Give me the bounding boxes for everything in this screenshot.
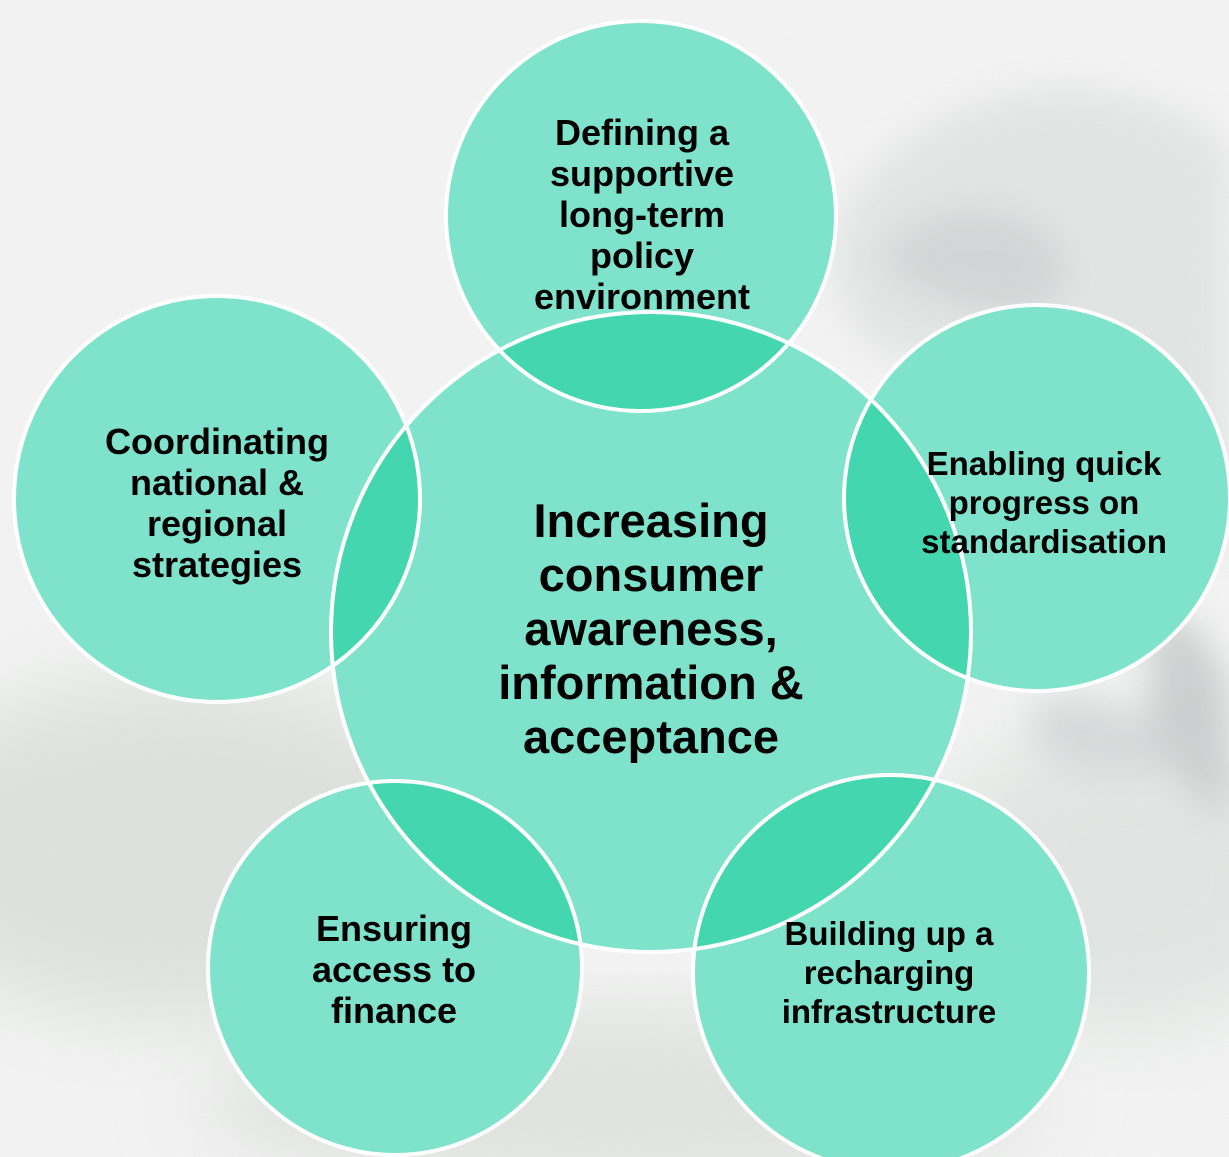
outline-center — [329, 310, 973, 954]
overlap-bottom-right — [693, 775, 971, 952]
circle-outlines — [12, 19, 1229, 1157]
outline-bottom-left — [206, 779, 584, 1157]
outline-right — [842, 303, 1229, 693]
outline-top — [444, 19, 838, 413]
outline-bottom-right — [691, 773, 1091, 1157]
outline-left — [12, 294, 422, 704]
circle-left — [14, 296, 420, 702]
circle-top — [446, 21, 836, 411]
overlap-bottom-left — [331, 781, 582, 952]
outer-circles — [14, 21, 1229, 1157]
